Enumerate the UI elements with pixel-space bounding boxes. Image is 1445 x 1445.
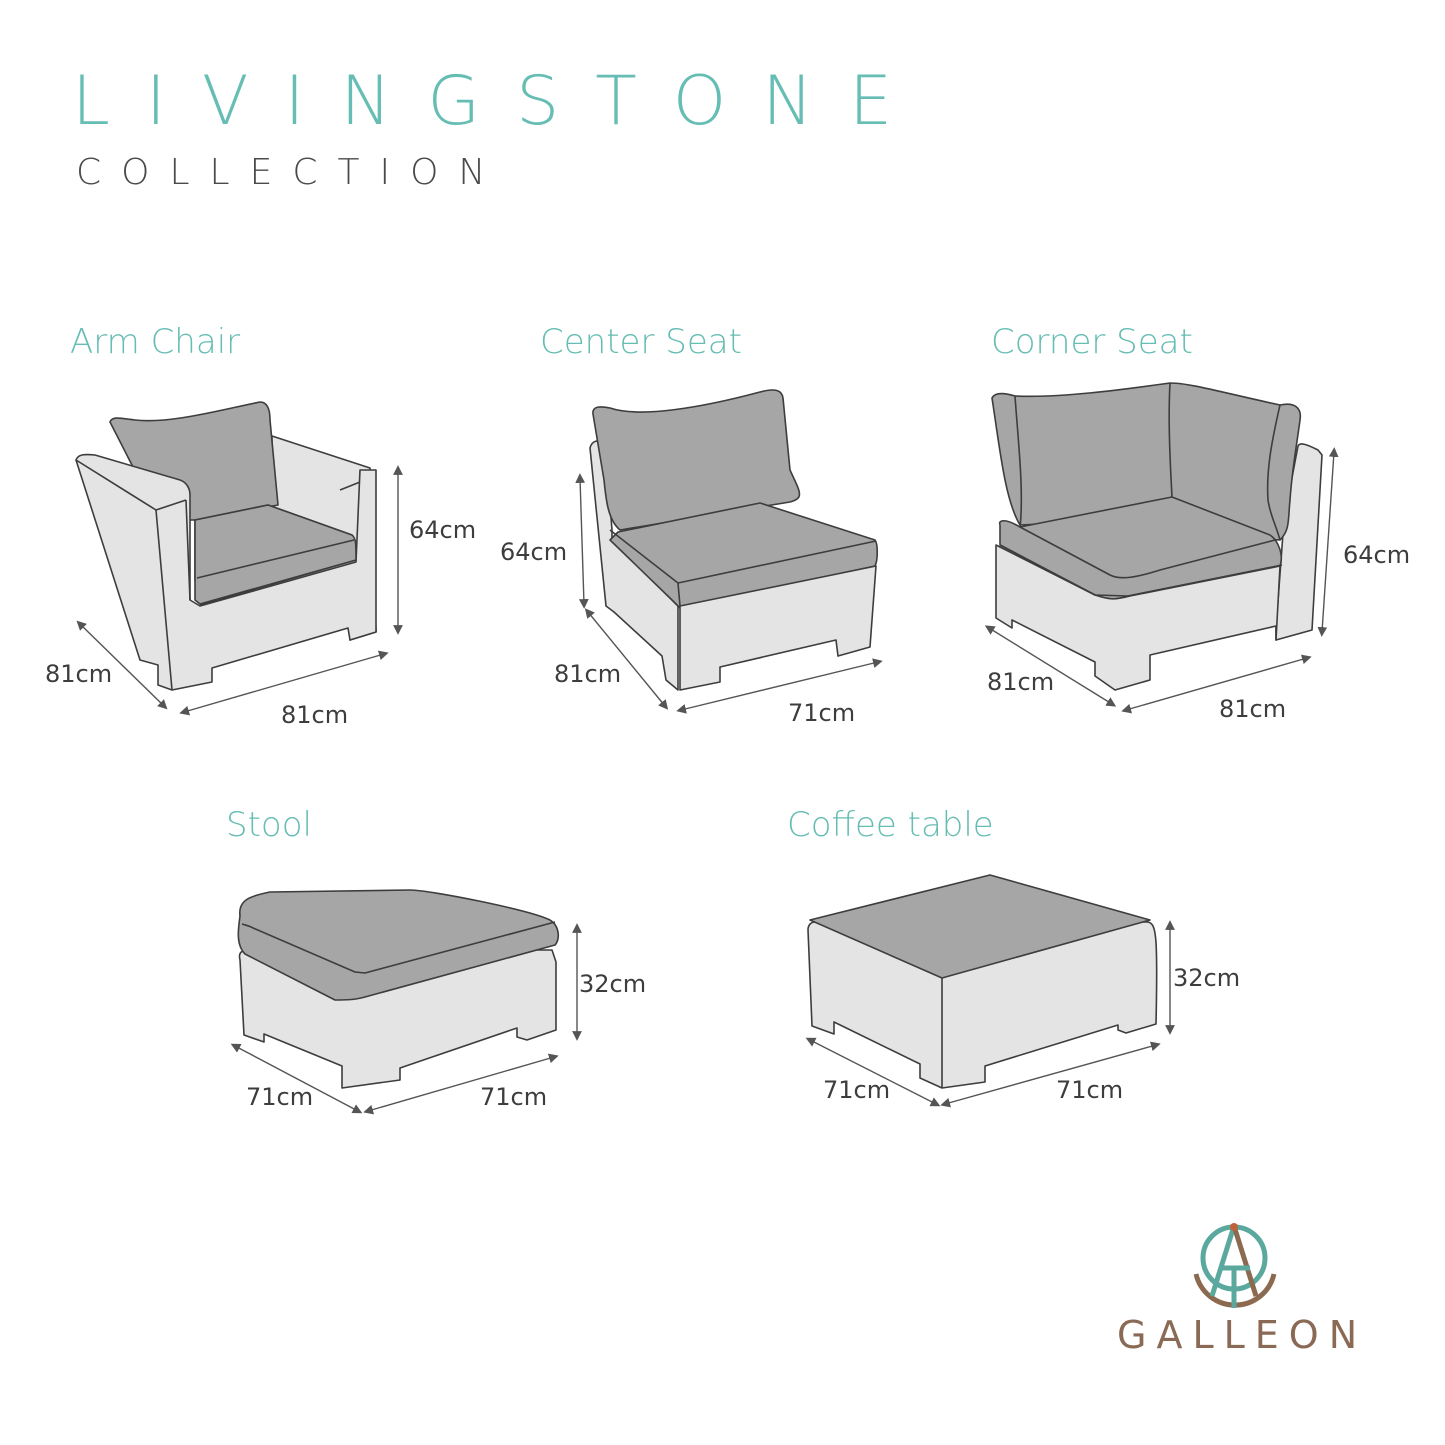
- stool-drawing: [230, 889, 582, 1115]
- anchor-at-monogram-icon: [1193, 1223, 1277, 1308]
- corner-seat-height: 64cm: [1343, 541, 1411, 569]
- stool-height: 32cm: [579, 970, 647, 998]
- corner-seat-width: 81cm: [1219, 695, 1287, 723]
- coffee-table-depth: 71cm: [823, 1076, 891, 1104]
- center-seat-height: 64cm: [500, 538, 568, 566]
- stool-label: Stool: [226, 805, 312, 845]
- arm-chair-label: Arm Chair: [70, 322, 241, 362]
- center-seat-depth: 81cm: [554, 660, 622, 688]
- arm-chair-depth: 81cm: [45, 660, 113, 688]
- collection-title: LIVINGSTONE: [72, 62, 929, 141]
- center-seat-label: Center Seat: [540, 322, 742, 362]
- corner-seat-label: Corner Seat: [991, 322, 1193, 362]
- corner-seat-depth: 81cm: [987, 668, 1055, 696]
- brand-name: GALLEON: [1117, 1313, 1368, 1357]
- corner-seat-drawing: [984, 382, 1339, 714]
- center-seat-drawing: [575, 389, 883, 714]
- center-seat-width: 71cm: [788, 699, 856, 727]
- arm-chair-width: 81cm: [281, 701, 349, 729]
- coffee-table-label: Coffee table: [787, 805, 994, 845]
- arm-chair-drawing: [75, 401, 403, 716]
- arm-chair-height: 64cm: [409, 516, 477, 544]
- coffee-table-width: 71cm: [1056, 1076, 1124, 1104]
- collection-subtitle: COLLECTION: [76, 152, 506, 193]
- stool-depth: 71cm: [246, 1083, 314, 1111]
- coffee-table-drawing: [805, 874, 1175, 1108]
- stool-width: 71cm: [480, 1083, 548, 1111]
- coffee-table-height: 32cm: [1173, 964, 1241, 992]
